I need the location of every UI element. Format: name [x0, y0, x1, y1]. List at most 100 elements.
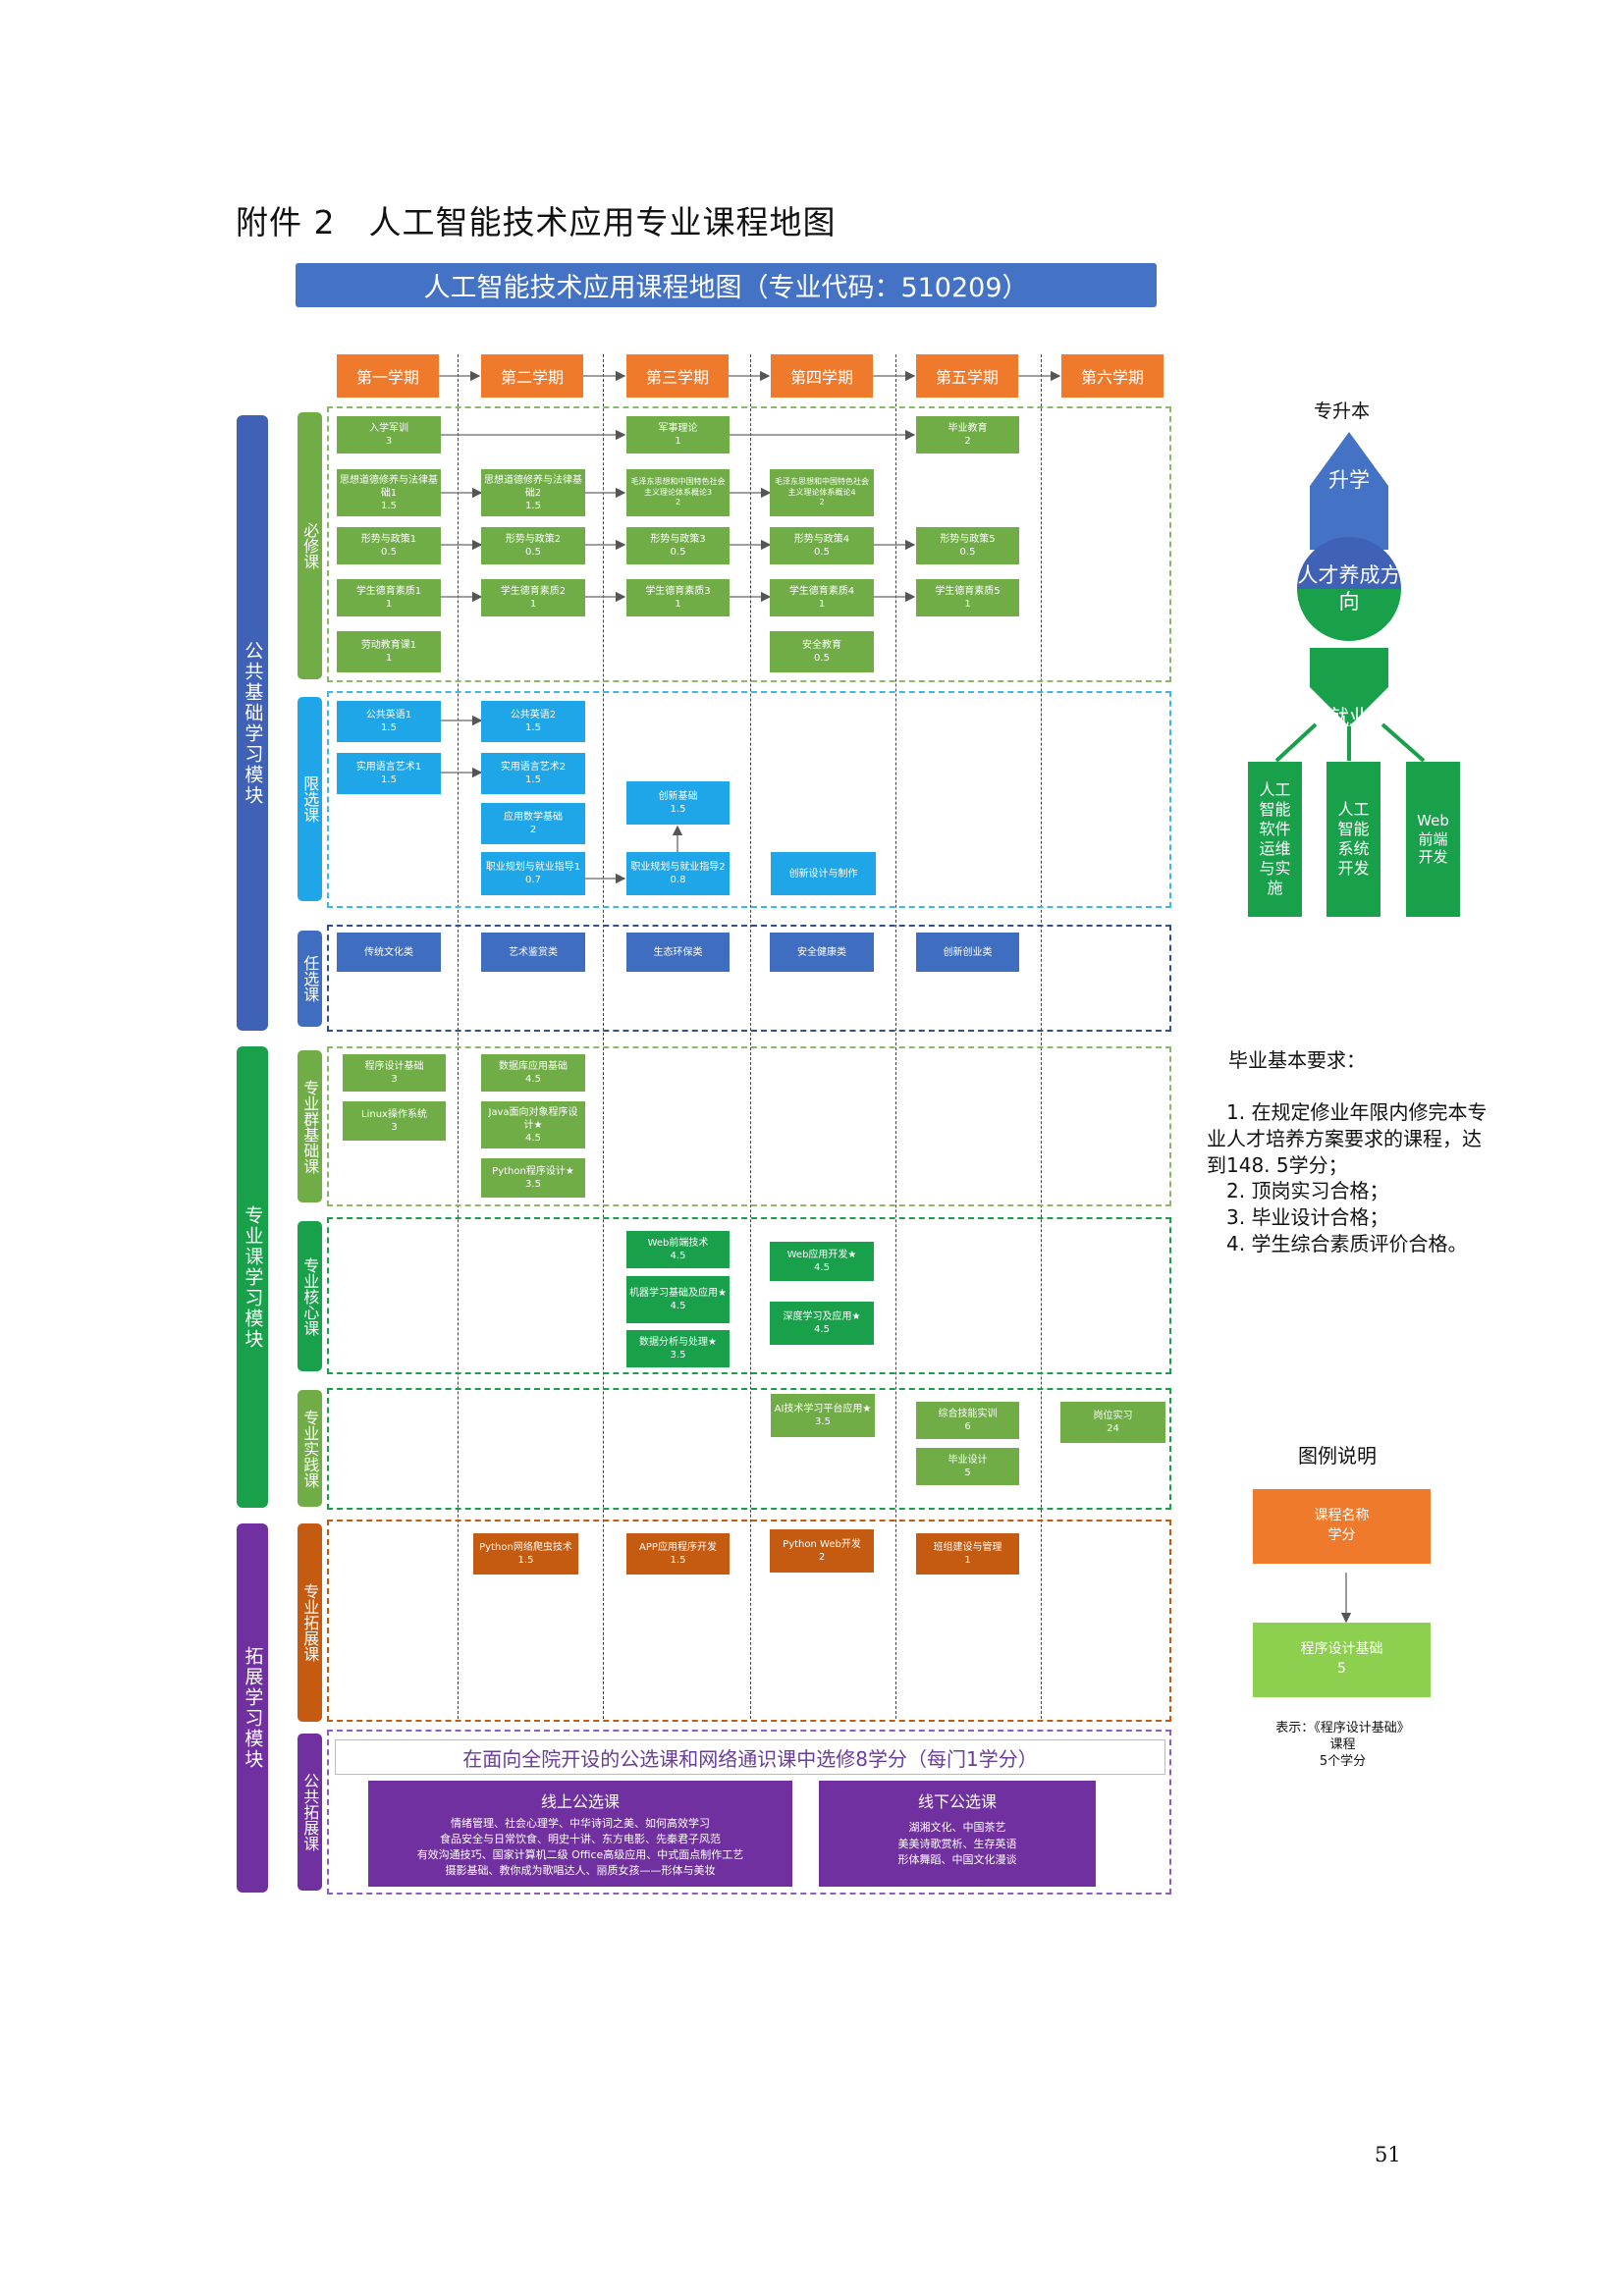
- group-professional-basic: [327, 1046, 1171, 1206]
- subcategory-core: 专业核心课: [298, 1221, 322, 1371]
- module-professional: 专业课学习模块: [237, 1046, 268, 1508]
- direction-down-label: 就业: [1328, 705, 1370, 729]
- public-extension-banner: 在面向全院开设的公选课和网络通识课中选修8学分（每门1学分）: [335, 1739, 1165, 1775]
- legend-note: 表示：《程序设计基础》 课程 5个学分: [1275, 1721, 1410, 1769]
- semester-header-2: 第二学期: [481, 354, 583, 398]
- course-box: Java面向对象程序设计★4.5: [481, 1101, 585, 1148]
- course-box: 创新设计与制作: [771, 852, 876, 895]
- legend-title: 图例说明: [1298, 1444, 1377, 1468]
- map-title: 人工智能技术应用课程地图（专业代码：510209）: [296, 263, 1157, 307]
- course-box: 机器学习基础及应用★4.5: [626, 1276, 730, 1323]
- course-box: 创新创业类: [916, 933, 1019, 972]
- module-public-basic: 公共基础学习模块: [237, 415, 268, 1031]
- group-limited: [327, 691, 1171, 908]
- job-direction-box: 人工智能系统开发: [1326, 762, 1380, 917]
- offline-elective-line: 湖湘文化、中国茶艺: [908, 1821, 1006, 1834]
- job-direction-box: 人工智能软件运维与实施: [1248, 762, 1302, 917]
- offline-elective-line: 美美诗歌赏析、生存英语: [897, 1837, 1017, 1850]
- online-elective-box: 线上公选课 情绪管理、社会心理学、中华诗词之美、如何高效学习 食品安全与日常饮食…: [368, 1781, 792, 1887]
- online-elective-line: 食品安全与日常饮食、明史十讲、东方电影、先秦君子风范: [440, 1832, 721, 1845]
- online-elective-title: 线上公选课: [540, 1792, 620, 1811]
- subcategory-limited: 限选课: [298, 697, 322, 901]
- online-elective-line: 摄影基础、教你成为歌唱达人、丽质女孩——形体与美妆: [445, 1863, 716, 1877]
- offline-elective-box: 线下公选课 湖湘文化、中国茶艺 美美诗歌赏析、生存英语 形体舞蹈、中国文化漫谈: [819, 1781, 1096, 1887]
- online-elective-line: 有效沟通技巧、国家计算机二级 Office高级应用、中式面点制作工艺: [416, 1847, 744, 1861]
- column-divider: [1041, 354, 1042, 1719]
- course-box: 深度学习及应用★4.5: [770, 1302, 874, 1345]
- course-box: 生态环保类: [626, 933, 730, 972]
- legend-box-orange: 课程名称学分: [1253, 1489, 1431, 1564]
- semester-header-6: 第六学期: [1061, 354, 1164, 398]
- graduation-title: 毕业基本要求：: [1228, 1048, 1366, 1072]
- group-elective: [327, 925, 1171, 1032]
- course-box: 安全健康类: [770, 933, 874, 972]
- group-public-extension: [327, 1730, 1171, 1895]
- group-professional-practice: [327, 1388, 1171, 1510]
- graduation-item: 3. 毕业设计合格；: [1226, 1205, 1389, 1229]
- semester-header-5: 第五学期: [916, 354, 1018, 398]
- graduation-item: 2. 顶岗实习合格；: [1226, 1179, 1389, 1202]
- course-box: Web应用开发★4.5: [770, 1242, 874, 1281]
- course-box: 艺术鉴赏类: [481, 933, 585, 972]
- group-required: [327, 406, 1171, 682]
- direction-top-label: 专升本: [1314, 400, 1371, 422]
- subcategory-public-extension: 公共拓展课: [298, 1734, 322, 1891]
- direction-center-label: 人才养成方向: [1297, 562, 1401, 614]
- document-title: 附件 2 人工智能技术应用专业课程地图: [236, 203, 837, 241]
- semester-header-1: 第一学期: [337, 354, 439, 398]
- column-divider: [458, 354, 459, 1719]
- course-box: Python程序设计★3.5: [481, 1158, 585, 1198]
- graduation-item: 4. 学生综合素质评价合格。: [1226, 1232, 1468, 1255]
- subcategory-required: 必修课: [298, 412, 322, 679]
- group-professional-core: [327, 1217, 1171, 1374]
- semester-header-3: 第三学期: [626, 354, 729, 398]
- online-elective-line: 情绪管理、社会心理学、中华诗词之美、如何高效学习: [451, 1817, 710, 1830]
- course-box: 数据分析与处理★3.5: [626, 1330, 730, 1367]
- page-number: 51: [1375, 2143, 1401, 2166]
- course-box: 传统文化类: [337, 933, 441, 972]
- module-extension: 拓展学习模块: [237, 1523, 268, 1893]
- column-divider: [603, 354, 604, 1719]
- course-box: AI技术学习平台应用★3.5: [771, 1394, 875, 1437]
- offline-elective-title: 线下公选课: [917, 1792, 997, 1811]
- column-divider: [895, 354, 896, 1719]
- semester-header-4: 第四学期: [771, 354, 873, 398]
- direction-up-label: 升学: [1328, 467, 1370, 492]
